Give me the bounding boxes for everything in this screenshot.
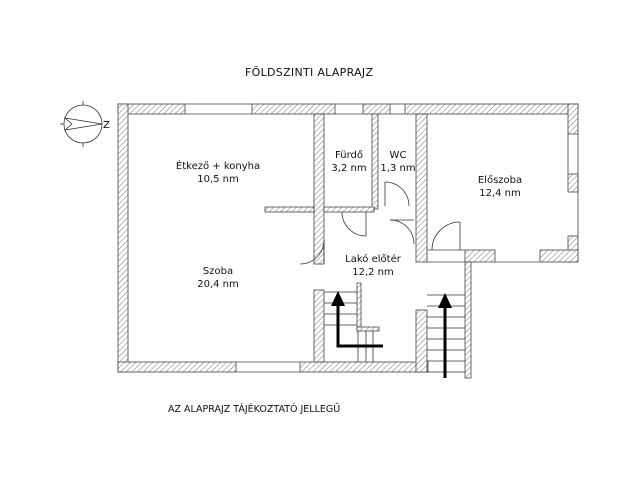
room-eloszoba: Előszoba 12,4 nm <box>478 174 522 200</box>
room-name: Fürdő <box>335 150 363 161</box>
disclaimer-note: AZ ALAPRAJZ TÁJÉKOZTATÓ JELLEGŰ <box>168 404 341 415</box>
room-area: 3,2 nm <box>331 163 367 174</box>
room-wc: WC 1,3 nm <box>380 149 415 175</box>
room-name: Étkező + konyha <box>175 161 261 172</box>
room-area: 1,3 nm <box>380 163 416 174</box>
room-szoba: Szoba 20,4 nm <box>197 265 239 291</box>
window-lines <box>185 103 579 373</box>
room-name: Előszoba <box>477 175 523 186</box>
compass-icon <box>60 101 103 147</box>
room-lako-eloter: Lakó előtér 12,2 nm <box>345 253 401 279</box>
room-area: 12,2 nm <box>352 267 394 278</box>
room-area: 10,5 nm <box>197 174 239 185</box>
room-name: Lakó előtér <box>345 254 401 265</box>
room-name: WC <box>389 150 407 161</box>
room-area: 20,4 nm <box>197 279 239 290</box>
room-furdo: Fürdő 3,2 nm <box>331 149 366 175</box>
room-area: 12,4 nm <box>479 188 521 199</box>
plan-title: FÖLDSZINTI ALAPRAJZ <box>245 66 374 79</box>
compass-label: Z <box>103 120 110 131</box>
room-etkezo: Étkező + konyha 10,5 nm <box>176 160 260 186</box>
room-name: Szoba <box>202 266 234 277</box>
doors <box>299 181 461 265</box>
stair-arrows <box>331 291 452 378</box>
walls <box>117 103 579 379</box>
